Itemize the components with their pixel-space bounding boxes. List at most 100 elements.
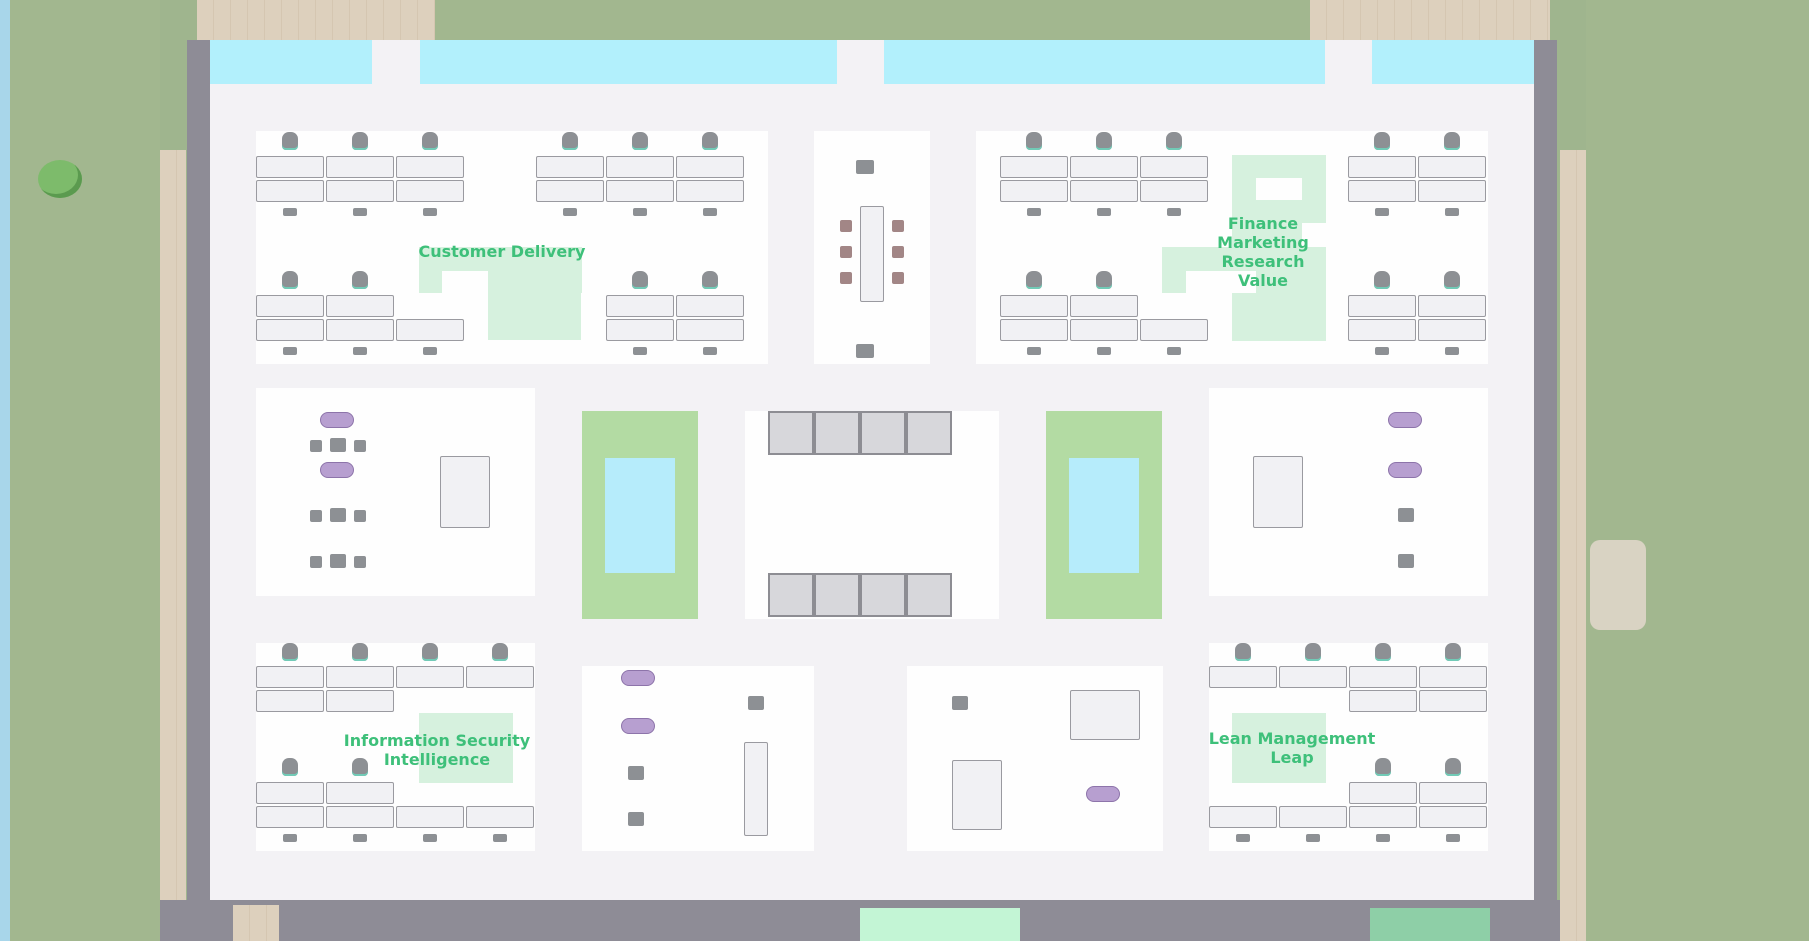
office-chair-icon[interactable]	[1445, 643, 1461, 661]
desk-icon[interactable]	[326, 806, 394, 828]
office-chair-icon[interactable]	[352, 132, 368, 150]
desk-icon[interactable]	[1070, 180, 1138, 202]
office-chair-icon[interactable]	[562, 132, 578, 150]
desk-icon[interactable]	[1000, 156, 1068, 178]
office-chair-icon[interactable]	[1096, 132, 1112, 150]
desk-icon[interactable]	[396, 319, 464, 341]
desk-icon[interactable]	[676, 295, 744, 317]
desk-icon[interactable]	[1140, 180, 1208, 202]
desk-icon[interactable]	[1348, 295, 1416, 317]
office-chair-icon[interactable]	[310, 510, 322, 522]
sofa-icon[interactable]	[1388, 412, 1422, 428]
desk-icon[interactable]	[1140, 319, 1208, 341]
office-chair-icon[interactable]	[282, 132, 298, 150]
desk-icon[interactable]	[1209, 806, 1277, 828]
cubicle-icon[interactable]	[768, 573, 814, 617]
desk-icon[interactable]	[1349, 690, 1417, 712]
office-chair-icon[interactable]	[310, 556, 322, 568]
desk-icon[interactable]	[1418, 180, 1486, 202]
office-chair-icon[interactable]	[1236, 834, 1250, 842]
office-chair-icon[interactable]	[1444, 271, 1460, 289]
desk-icon[interactable]	[1419, 782, 1487, 804]
office-chair-icon[interactable]	[1375, 643, 1391, 661]
desk-icon[interactable]	[1349, 782, 1417, 804]
office-chair-icon[interactable]	[628, 766, 644, 780]
desk-icon[interactable]	[676, 180, 744, 202]
office-chair-icon[interactable]	[1374, 271, 1390, 289]
desk-icon[interactable]	[1070, 319, 1138, 341]
desk-icon[interactable]	[606, 319, 674, 341]
office-chair-icon[interactable]	[283, 347, 297, 355]
office-chair-icon[interactable]	[632, 132, 648, 150]
desk-icon[interactable]	[256, 180, 324, 202]
office-chair-icon[interactable]	[1375, 347, 1389, 355]
desk-icon[interactable]	[1419, 806, 1487, 828]
office-chair-icon[interactable]	[330, 438, 346, 452]
cubicle-icon[interactable]	[814, 573, 860, 617]
office-chair-icon[interactable]	[748, 696, 764, 710]
office-chair-icon[interactable]	[352, 758, 368, 776]
desk-icon[interactable]	[466, 806, 534, 828]
office-chair-icon[interactable]	[1375, 758, 1391, 776]
office-chair-icon[interactable]	[282, 758, 298, 776]
desk-icon[interactable]	[536, 180, 604, 202]
desk-icon[interactable]	[256, 156, 324, 178]
office-chair-icon[interactable]	[1026, 132, 1042, 150]
office-chair-icon[interactable]	[423, 834, 437, 842]
office-chair-icon[interactable]	[423, 208, 437, 216]
office-chair-icon[interactable]	[1096, 271, 1112, 289]
office-chair-icon[interactable]	[892, 272, 904, 284]
desk-icon[interactable]	[256, 782, 324, 804]
office-chair-icon[interactable]	[1167, 347, 1181, 355]
desk-icon[interactable]	[1349, 666, 1417, 688]
desk-icon[interactable]	[606, 295, 674, 317]
desk-icon[interactable]	[1349, 806, 1417, 828]
cubicle-icon[interactable]	[814, 411, 860, 455]
desk-icon[interactable]	[1418, 295, 1486, 317]
office-chair-icon[interactable]	[563, 208, 577, 216]
sofa-icon[interactable]	[320, 412, 354, 428]
office-chair-icon[interactable]	[1445, 347, 1459, 355]
desk-icon[interactable]	[1418, 319, 1486, 341]
office-chair-icon[interactable]	[422, 643, 438, 661]
office-chair-icon[interactable]	[856, 160, 874, 174]
office-chair-icon[interactable]	[1027, 347, 1041, 355]
office-chair-icon[interactable]	[1026, 271, 1042, 289]
office-chair-icon[interactable]	[354, 510, 366, 522]
office-chair-icon[interactable]	[492, 643, 508, 661]
sofa-icon[interactable]	[320, 462, 354, 478]
office-chair-icon[interactable]	[423, 347, 437, 355]
office-chair-icon[interactable]	[1166, 132, 1182, 150]
office-chair-icon[interactable]	[283, 834, 297, 842]
office-chair-icon[interactable]	[628, 812, 644, 826]
office-chair-icon[interactable]	[1305, 643, 1321, 661]
desk-icon[interactable]	[326, 156, 394, 178]
meeting-table-icon[interactable]	[952, 760, 1002, 830]
office-chair-icon[interactable]	[702, 132, 718, 150]
desk-icon[interactable]	[1000, 180, 1068, 202]
cubicle-icon[interactable]	[768, 411, 814, 455]
desk-icon[interactable]	[1140, 156, 1208, 178]
cubicle-icon[interactable]	[906, 573, 952, 617]
meeting-table-icon[interactable]	[440, 456, 490, 528]
office-chair-icon[interactable]	[353, 208, 367, 216]
office-chair-icon[interactable]	[493, 834, 507, 842]
sofa-icon[interactable]	[621, 670, 655, 686]
sofa-icon[interactable]	[1086, 786, 1120, 802]
desk-icon[interactable]	[1348, 180, 1416, 202]
desk-icon[interactable]	[676, 319, 744, 341]
office-chair-icon[interactable]	[633, 208, 647, 216]
desk-icon[interactable]	[256, 806, 324, 828]
office-chair-icon[interactable]	[330, 554, 346, 568]
office-chair-icon[interactable]	[422, 132, 438, 150]
office-chair-icon[interactable]	[1375, 208, 1389, 216]
desk-icon[interactable]	[1000, 319, 1068, 341]
desk-icon[interactable]	[1070, 295, 1138, 317]
office-chair-icon[interactable]	[1398, 508, 1414, 522]
office-chair-icon[interactable]	[1167, 208, 1181, 216]
office-chair-icon[interactable]	[952, 696, 968, 710]
desk-icon[interactable]	[676, 156, 744, 178]
office-chair-icon[interactable]	[352, 271, 368, 289]
office-chair-icon[interactable]	[1376, 834, 1390, 842]
